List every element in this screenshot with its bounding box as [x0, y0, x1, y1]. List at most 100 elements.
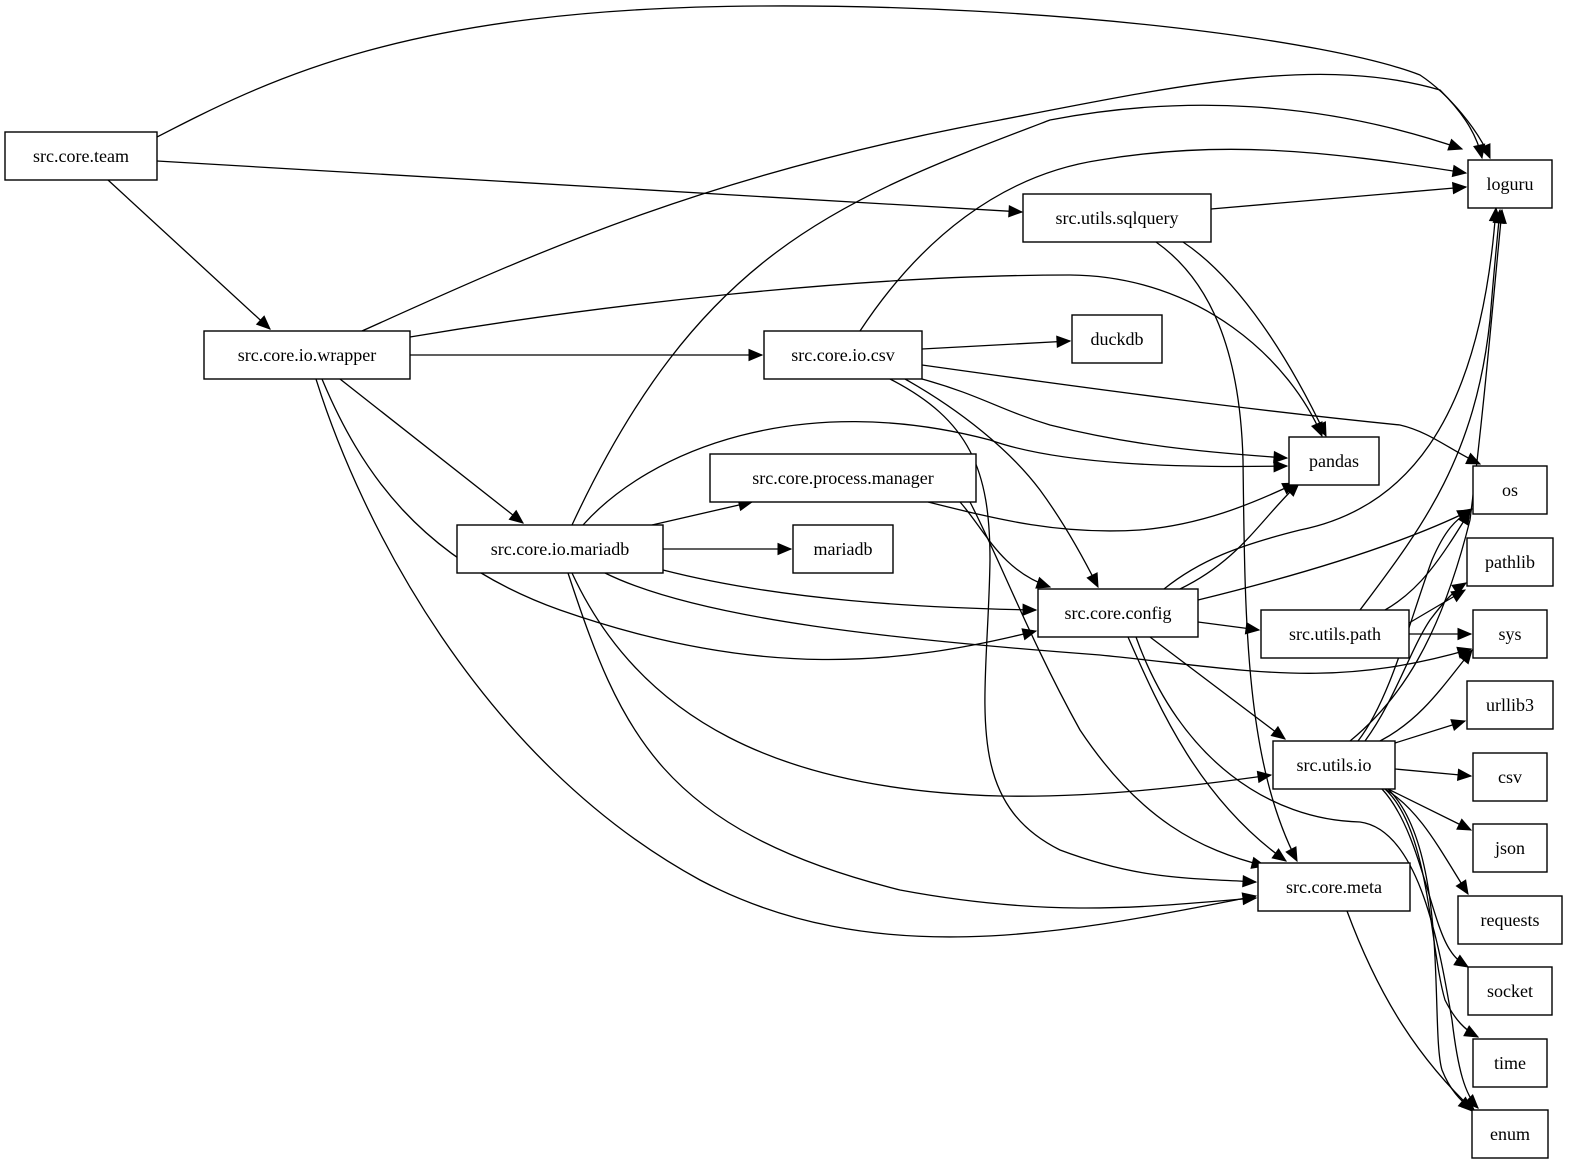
- node-box: [1260, 609, 1410, 659]
- edge-config-to-pandas: [1179, 482, 1300, 590]
- node-box: [1471, 1109, 1549, 1159]
- node-duckdb[interactable]: duckdb: [1071, 314, 1163, 364]
- arrow-head: [1273, 459, 1289, 473]
- edge-uio-to-os: [1357, 508, 1474, 742]
- node-uio[interactable]: src.utils.io: [1272, 740, 1396, 790]
- edge-config-to-meta: [1127, 636, 1288, 862]
- node-mariadb-mod[interactable]: src.core.io.mariadb: [456, 524, 664, 574]
- edge-uio-to-requests: [1384, 788, 1469, 896]
- node-box: [203, 330, 411, 380]
- node-label: mariadb: [814, 539, 873, 559]
- arrow-head: [1035, 576, 1052, 589]
- edge-wrapper-to-csv_mod: [410, 348, 764, 362]
- node-box: [456, 524, 664, 574]
- node-upath[interactable]: src.utils.path: [1260, 609, 1410, 659]
- node-box: [1472, 609, 1548, 659]
- edge-line: [1387, 788, 1472, 831]
- edge-line: [904, 378, 1099, 588]
- edge-line: [1346, 910, 1476, 1113]
- edge-mariadb_mod-to-process: [651, 498, 754, 526]
- node-label: urllib3: [1486, 695, 1534, 715]
- arrow-head: [1473, 143, 1486, 160]
- arrow-head: [1494, 208, 1507, 225]
- edge-line: [339, 378, 524, 524]
- edge-uio-to-sys: [1379, 648, 1473, 742]
- edge-line: [1155, 241, 1298, 862]
- node-process[interactable]: src.core.process.manager: [709, 453, 977, 503]
- arrow-head: [1271, 848, 1288, 862]
- edge-line: [1182, 241, 1327, 437]
- node-time[interactable]: time: [1472, 1038, 1548, 1088]
- arrow-head: [1314, 421, 1327, 438]
- edge-upath-to-sys: [1409, 627, 1473, 641]
- arrow-head: [1273, 450, 1289, 464]
- node-sqlquery[interactable]: src.utils.sqlquery: [1022, 193, 1212, 243]
- node-label: src.core.io.mariadb: [491, 539, 629, 559]
- edge-config-to-loguru: [1163, 206, 1502, 590]
- edge-uio-to-pathlib: [1364, 582, 1468, 742]
- arrow-head: [748, 348, 764, 362]
- node-csv-mod[interactable]: src.core.io.csv: [763, 330, 923, 380]
- node-socket[interactable]: socket: [1467, 966, 1553, 1016]
- nodes-layer: src.core.team src.core.io.wrapper src.core…: [4, 131, 1563, 1159]
- node-box: [1071, 314, 1163, 364]
- node-box: [1272, 740, 1396, 790]
- arrow-head: [1460, 1098, 1476, 1113]
- node-csv[interactable]: csv: [1472, 752, 1548, 802]
- arrow-head: [1451, 164, 1468, 178]
- arrow-head: [1456, 768, 1473, 781]
- node-box: [1472, 752, 1548, 802]
- arrow-head: [1456, 818, 1473, 831]
- node-label: sys: [1498, 624, 1521, 644]
- node-enum[interactable]: enum: [1471, 1109, 1549, 1159]
- edge-line: [123, 5, 1491, 159]
- node-label: loguru: [1487, 174, 1534, 194]
- node-pathlib[interactable]: pathlib: [1466, 537, 1554, 587]
- node-box: [1037, 588, 1199, 638]
- node-meta[interactable]: src.core.meta: [1257, 862, 1411, 912]
- node-requests[interactable]: requests: [1457, 895, 1563, 945]
- node-urllib3[interactable]: urllib3: [1466, 680, 1554, 730]
- node-label: enum: [1490, 1124, 1530, 1144]
- arrow-head: [1056, 335, 1072, 348]
- node-wrapper[interactable]: src.core.io.wrapper: [203, 330, 411, 380]
- node-config[interactable]: src.core.config: [1037, 588, 1199, 638]
- node-sys[interactable]: sys: [1472, 609, 1548, 659]
- node-box: [1466, 680, 1554, 730]
- node-box: [792, 524, 894, 574]
- edge-meta-to-enum: [1346, 910, 1476, 1113]
- node-json[interactable]: json: [1472, 823, 1548, 873]
- edge-uio-to-csv: [1394, 768, 1473, 781]
- edge-line: [1384, 788, 1479, 1038]
- node-label: src.utils.path: [1289, 624, 1381, 644]
- arrow-head: [1244, 622, 1261, 635]
- node-box: [763, 330, 923, 380]
- node-label: time: [1494, 1053, 1526, 1073]
- arrow-head: [1256, 770, 1273, 784]
- node-loguru[interactable]: loguru: [1467, 159, 1553, 209]
- edge-line: [662, 569, 1037, 611]
- node-team[interactable]: src.core.team: [4, 131, 158, 181]
- edge-line: [1163, 207, 1497, 590]
- node-mariadb[interactable]: mariadb: [792, 524, 894, 574]
- node-label: requests: [1481, 910, 1540, 930]
- node-box: [1466, 537, 1554, 587]
- node-pandas[interactable]: pandas: [1288, 436, 1380, 486]
- edge-line: [582, 421, 1288, 526]
- node-label: src.utils.io: [1297, 755, 1372, 775]
- node-box: [1472, 823, 1548, 873]
- edge-sqlquery-to-pandas: [1182, 241, 1327, 438]
- arrow-head: [255, 315, 271, 330]
- edge-team-to-wrapper: [107, 179, 271, 330]
- edge-line: [604, 572, 1472, 674]
- edges-layer: [107, 5, 1507, 1113]
- arrow-head: [1447, 138, 1464, 151]
- edge-line: [1197, 509, 1472, 601]
- edge-process-to-config: [959, 501, 1052, 589]
- arrow-head: [1022, 603, 1038, 617]
- node-os[interactable]: os: [1472, 465, 1548, 515]
- arrow-head: [777, 542, 793, 556]
- edge-line: [1387, 788, 1473, 1111]
- node-label: src.core.meta: [1286, 877, 1382, 897]
